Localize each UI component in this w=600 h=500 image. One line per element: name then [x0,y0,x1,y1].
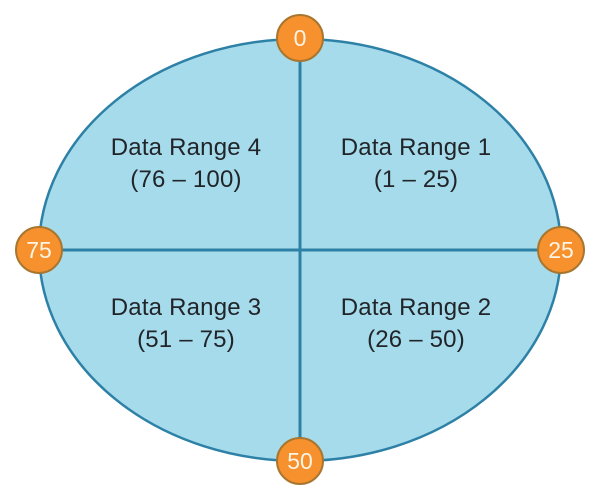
quadrant-range: (26 – 50) [367,326,465,353]
axis-marker-value: 25 [548,236,574,263]
quadrant-label: Data Range 2 [340,294,492,321]
quadrant-data-range-1: Data Range 1 (1 – 25) [296,132,536,196]
axis-marker-value: 50 [287,447,313,474]
quadrant-data-range-2: Data Range 2 (26 – 50) [296,292,536,356]
quadrant-data-range-3: Data Range 3 (51 – 75) [66,292,306,356]
axis-marker-value: 0 [293,24,307,51]
quadrant-range: (1 – 25) [373,166,459,193]
quadrant-range: (76 – 100) [130,166,242,193]
quadrant-range: (51 – 75) [137,326,235,353]
quadrant-label: Data Range 1 [340,134,492,161]
axis-marker-right: 25 [537,226,585,274]
axis-marker-bottom: 50 [276,437,324,485]
quadrant-label: Data Range 4 [110,134,262,161]
axis-marker-value: 75 [26,236,52,263]
quadrant-label: Data Range 3 [110,294,262,321]
quadrant-data-range-4: Data Range 4 (76 – 100) [66,132,306,196]
axis-marker-left: 75 [15,226,63,274]
axis-marker-top: 0 [276,14,324,62]
